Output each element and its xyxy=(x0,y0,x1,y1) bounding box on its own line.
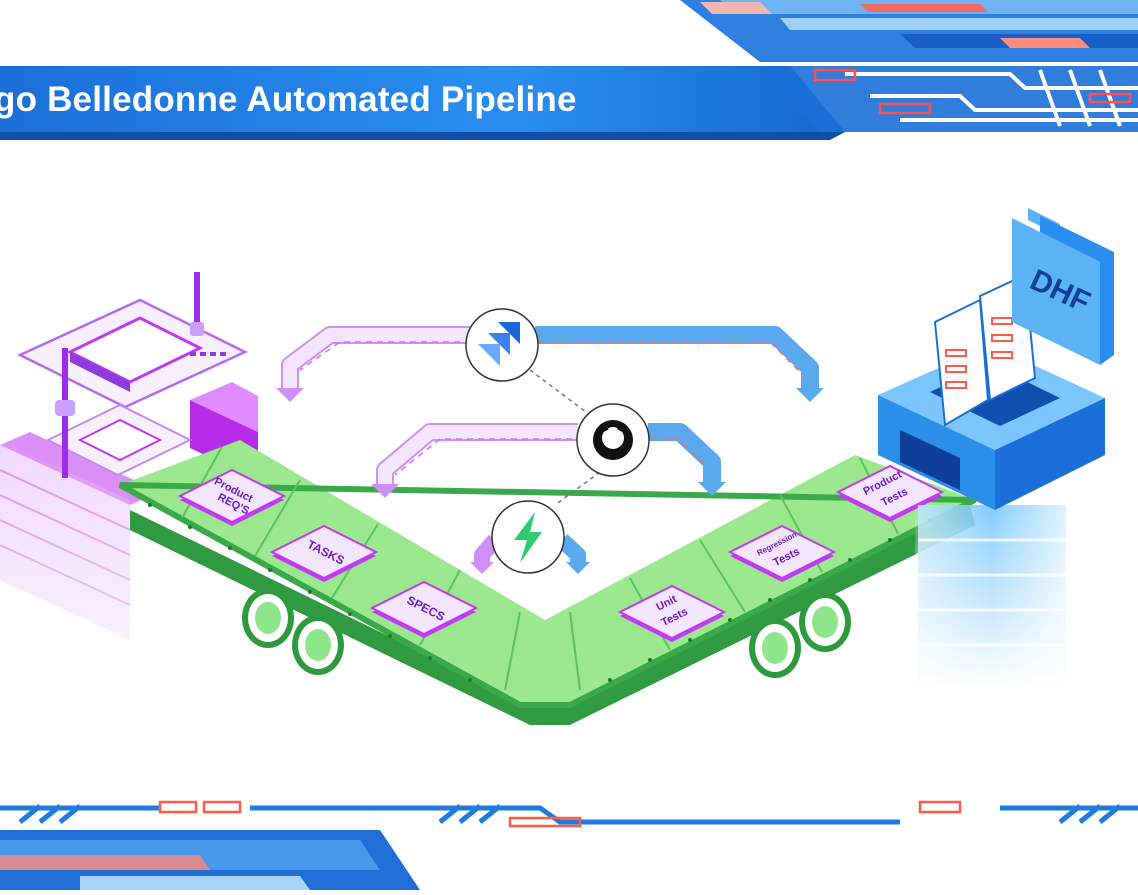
page-title: go Belledonne Automated Pipeline xyxy=(0,80,577,119)
top-right-circuit-decoration xyxy=(680,0,1138,62)
stage-card-tasks: TASKS xyxy=(269,524,379,582)
stage-card-product-reqs: Product REQ'S xyxy=(177,468,287,526)
dhf-station xyxy=(878,345,1105,690)
lightning-icon xyxy=(491,500,565,574)
dhf-folder: DHF xyxy=(1012,208,1114,365)
jira-icon xyxy=(465,308,539,382)
belt-rollers xyxy=(242,588,851,678)
stage-card-regression-tests: Regression Tests xyxy=(727,524,837,582)
title-banner xyxy=(0,66,1138,140)
stage-card-unit-tests: Unit Tests xyxy=(617,584,727,642)
stage-card-specs: SPECS xyxy=(369,580,479,638)
flow-arrows xyxy=(276,326,824,574)
bottom-circuit-decoration xyxy=(0,800,1138,890)
github-icon xyxy=(576,403,650,477)
source-tower xyxy=(0,272,258,640)
